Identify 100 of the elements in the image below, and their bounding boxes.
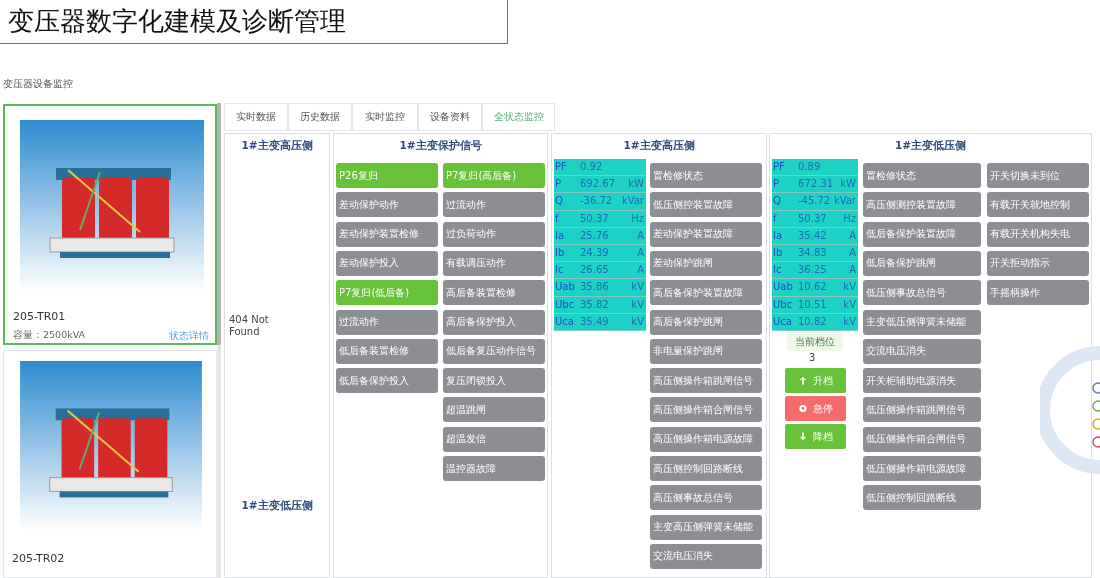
measurement-unit: A bbox=[849, 247, 856, 258]
measurement-value: 0.89 bbox=[798, 161, 821, 172]
measurement-value: -36.72 bbox=[580, 195, 613, 207]
measurement-value: 10.62 bbox=[798, 281, 827, 293]
signal-indicator: 差动保护装置检修 bbox=[336, 221, 438, 247]
measurement-row bbox=[554, 193, 646, 211]
panel-heading: 1#主变高压侧 bbox=[240, 139, 314, 153]
error-message: 404 Not Found bbox=[229, 314, 270, 338]
measurement-row bbox=[772, 159, 858, 177]
panel bbox=[333, 133, 548, 578]
measurement-unit: kV bbox=[843, 281, 856, 293]
panel bbox=[224, 133, 330, 578]
measurement-unit: kV bbox=[631, 298, 644, 310]
signal-indicator: 差动保护投入 bbox=[336, 250, 438, 276]
stop-button: 急停 bbox=[785, 396, 846, 421]
measurement-row bbox=[772, 279, 858, 297]
measurement-value: 672.31 bbox=[798, 178, 833, 190]
section-label: 变压器设备监控 bbox=[3, 77, 73, 91]
measurement-row bbox=[554, 279, 646, 297]
signal-indicator: 过负荷动作 bbox=[443, 221, 545, 247]
panel-heading: 1#主变低压侧 bbox=[893, 139, 968, 153]
measurement-unit: kV bbox=[843, 298, 856, 310]
signal-indicator: 开关柜辅助电源消失 bbox=[863, 368, 981, 394]
signal-indicator: 开关拒动指示 bbox=[987, 250, 1089, 276]
measurement-name: Uab bbox=[773, 281, 793, 293]
measurement-row bbox=[554, 159, 646, 177]
panel-heading: 1#主变低压侧 bbox=[240, 499, 314, 513]
measurement-unit: A bbox=[637, 229, 644, 241]
measurement-value: 50.37 bbox=[580, 212, 609, 224]
signal-indicator: 高压侧操作箱跳闸信号 bbox=[650, 368, 762, 394]
measurement-unit: kV bbox=[631, 315, 644, 327]
raise-button: 升档 bbox=[785, 368, 846, 393]
panel-heading: 1#主变保护信号 bbox=[398, 139, 483, 153]
measurement-unit: A bbox=[637, 264, 644, 276]
measurement-value: 50.37 bbox=[798, 212, 827, 224]
measurement-name: Uca bbox=[773, 315, 792, 327]
measurement-value: 10.51 bbox=[798, 298, 827, 310]
measurement-name: Ic bbox=[773, 264, 782, 276]
measurement-unit: kVar bbox=[833, 195, 856, 207]
measurement-unit: kV bbox=[631, 281, 644, 293]
measurement-unit: A bbox=[849, 264, 856, 276]
measurement-name: Ia bbox=[773, 229, 783, 241]
measurement-value: 0.92 bbox=[580, 161, 603, 172]
device-card bbox=[3, 350, 217, 578]
signal-indicator: P7复归(低后备) bbox=[336, 280, 438, 306]
measurement-name: PF bbox=[773, 161, 785, 172]
tab: 实时监控 bbox=[352, 103, 418, 131]
measurement-value: 34.83 bbox=[798, 247, 827, 258]
measurement-unit: A bbox=[849, 229, 856, 241]
measurement-name: Ib bbox=[555, 247, 565, 258]
tab: 历史数据 bbox=[288, 103, 352, 131]
signal-indicator: 超温跳闸 bbox=[443, 397, 545, 423]
panel-heading: 1#主变高压侧 bbox=[622, 139, 696, 153]
measurement-row bbox=[772, 245, 858, 263]
signal-indicator: 过流动作 bbox=[443, 192, 545, 218]
signal-indicator: 高压侧操作箱电源故障 bbox=[650, 426, 762, 452]
signal-indicator: 差动保护动作 bbox=[336, 192, 438, 218]
signal-indicator: 主变低压侧弹簧未储能 bbox=[863, 309, 981, 335]
signal-indicator: 高压侧控制回路断线 bbox=[650, 456, 762, 481]
panel bbox=[769, 133, 1092, 578]
signal-indicator: 有载调压动作 bbox=[443, 250, 545, 276]
measurement-name: Ubc bbox=[773, 298, 793, 310]
measurement-unit: kW bbox=[840, 178, 856, 190]
measurement-value: 26.65 bbox=[580, 264, 609, 276]
signal-indicator: 非电量保护跳闸 bbox=[650, 338, 762, 364]
measurement-value: -45.72 bbox=[798, 195, 831, 207]
measurement-name: Q bbox=[555, 195, 563, 207]
signal-indicator: 低压侧操作箱电源故障 bbox=[863, 456, 981, 481]
measurement-row bbox=[554, 245, 646, 263]
signal-indicator: 高后备保护装置故障 bbox=[650, 280, 762, 306]
measurement-value: 24.39 bbox=[580, 247, 609, 258]
page-title: 变压器数字化建模及诊断管理 bbox=[0, 0, 508, 44]
measurement-name: Uca bbox=[555, 315, 574, 327]
signal-indicator: 高压侧测控装置故障 bbox=[863, 192, 981, 218]
measurement-name: P bbox=[555, 178, 562, 190]
signal-indicator: 置检修状态 bbox=[650, 163, 762, 188]
signal-indicator: 低压侧控装置故障 bbox=[650, 192, 762, 218]
signal-indicator: 有载开关就地控制 bbox=[987, 192, 1089, 218]
signal-indicator: 差动保护装置故障 bbox=[650, 221, 762, 247]
signal-indicator: 超温发信 bbox=[443, 426, 545, 452]
signal-indicator: 高压侧操作箱合闸信号 bbox=[650, 397, 762, 423]
measurement-row bbox=[772, 193, 858, 211]
signal-indicator: 置检修状态 bbox=[863, 163, 981, 188]
lower-button: 降档 bbox=[785, 424, 846, 449]
signal-indicator: 主变高压侧弹簧未储能 bbox=[650, 514, 762, 540]
signal-indicator: 高后备保护跳闸 bbox=[650, 309, 762, 335]
tab: 实时数据 bbox=[224, 103, 288, 131]
signal-indicator: 手摇柄操作 bbox=[987, 280, 1089, 306]
measurement-row bbox=[772, 262, 858, 280]
measurement-name: Ic bbox=[555, 264, 564, 276]
signal-indicator: 低压侧控制回路断线 bbox=[863, 485, 981, 511]
tab: 全状态监控 bbox=[482, 103, 555, 131]
measurement-value: 25.76 bbox=[580, 229, 609, 241]
measurement-name: f bbox=[773, 212, 777, 224]
signal-indicator: 低压侧操作箱跳闸信号 bbox=[863, 397, 981, 423]
measurement-name: Ubc bbox=[555, 298, 575, 310]
measurement-value: 35.82 bbox=[580, 298, 609, 310]
device-name: 205-TR02 bbox=[12, 552, 65, 565]
measurement-value: 10.82 bbox=[798, 315, 827, 327]
signal-indicator: 低后备保护跳闸 bbox=[863, 250, 981, 276]
